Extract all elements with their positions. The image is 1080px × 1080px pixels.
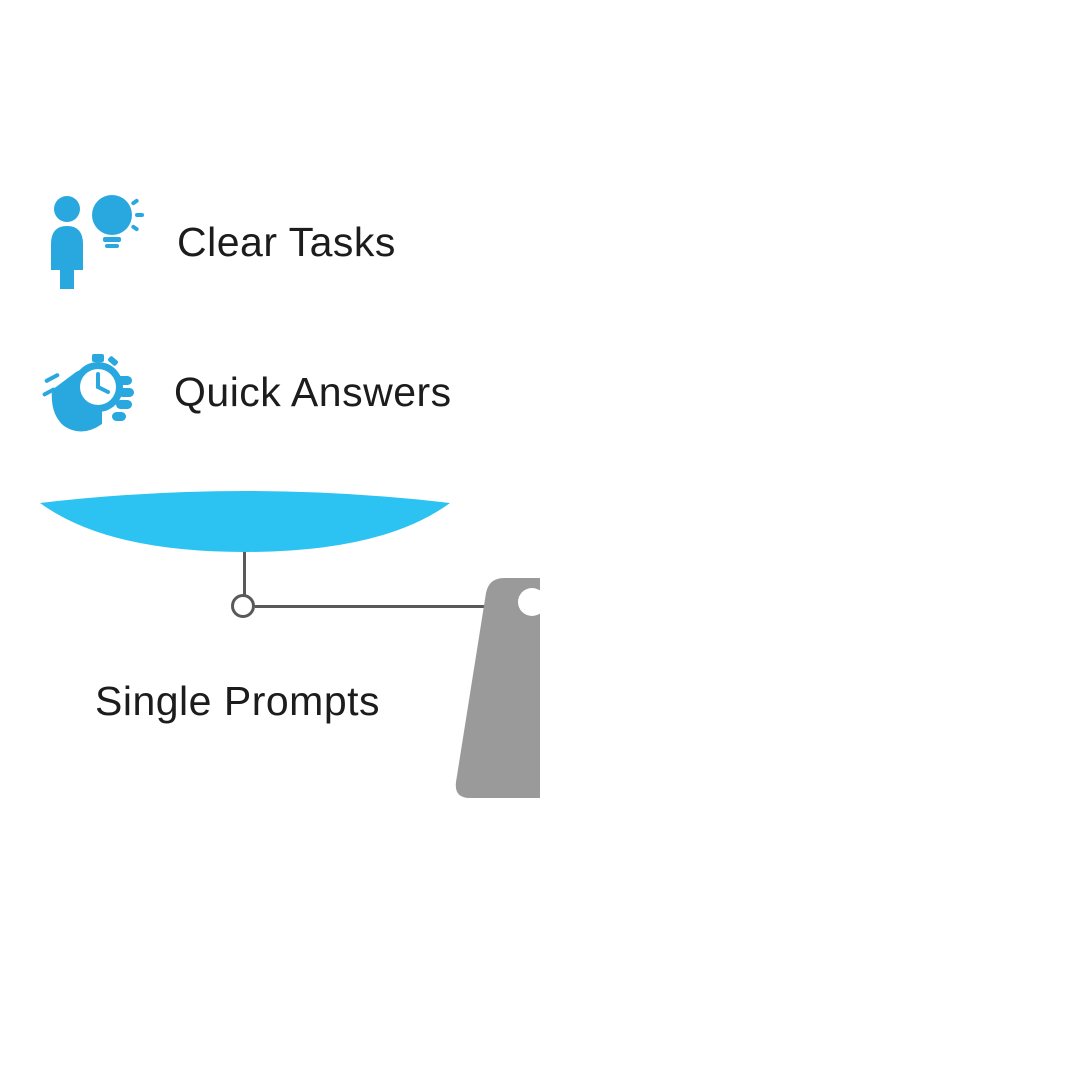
scale-pan bbox=[40, 491, 450, 552]
person-lightbulb-icon bbox=[51, 195, 144, 289]
pan-hanger-line bbox=[243, 552, 246, 597]
feature-label-clear-tasks: Clear Tasks bbox=[177, 218, 396, 265]
feature-row-quick-answers: Quick Answers bbox=[42, 342, 452, 442]
feature-row-clear-tasks: Clear Tasks bbox=[45, 192, 396, 292]
balance-beam-line bbox=[255, 605, 531, 608]
feature-label-quick-answers: Quick Answers bbox=[174, 368, 452, 415]
scale-stand bbox=[455, 578, 540, 798]
pivot-ring-icon bbox=[231, 594, 255, 618]
pan-label-single-prompts: Single Prompts bbox=[95, 678, 381, 724]
hand-stopwatch-icon bbox=[42, 354, 134, 432]
